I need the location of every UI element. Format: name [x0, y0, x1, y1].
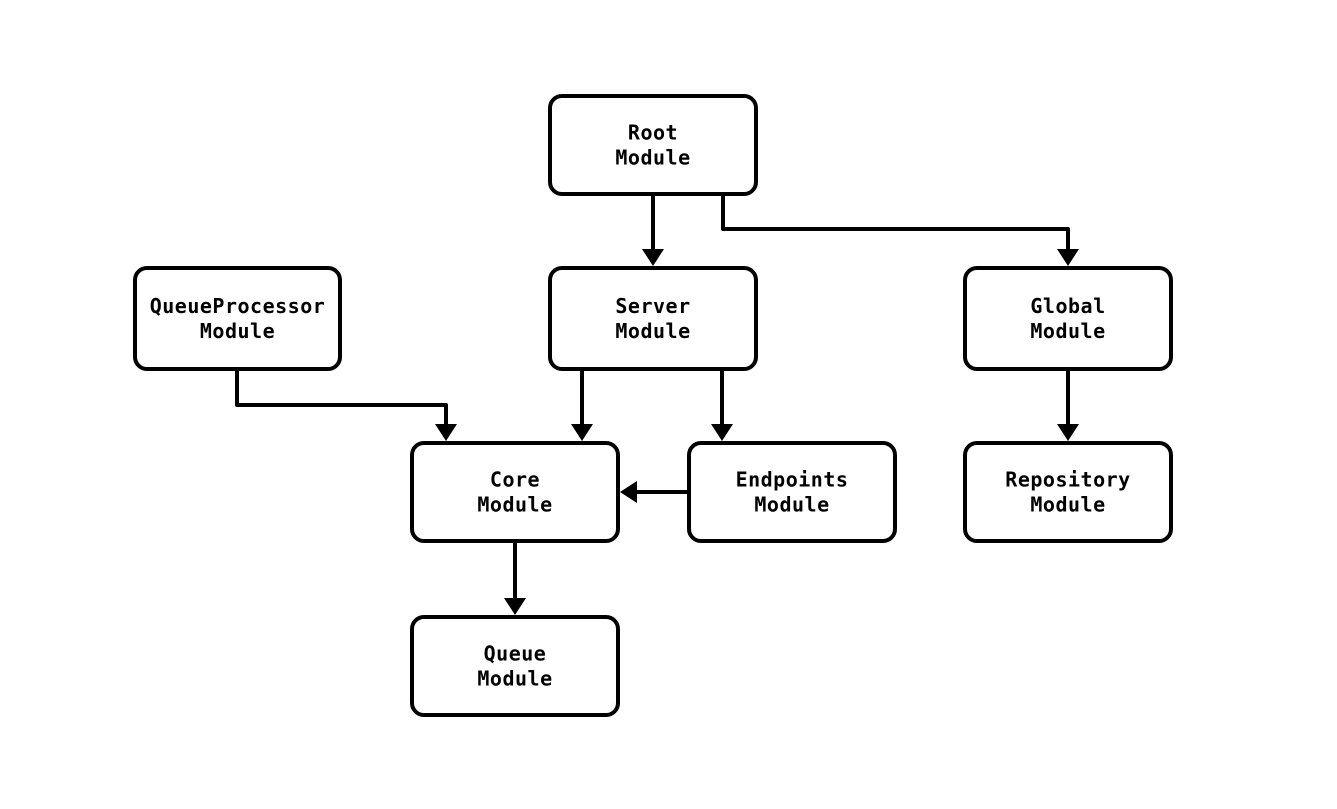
node-label-primary: Root — [628, 121, 678, 145]
arrowhead-icon — [642, 249, 664, 266]
node-label-secondary: Module — [754, 493, 829, 517]
arrowhead-icon — [711, 424, 733, 441]
arrowhead-icon — [504, 598, 526, 615]
node-box[interactable] — [548, 266, 758, 371]
edge-root-to-global — [721, 196, 1079, 266]
arrowhead-icon — [1057, 424, 1079, 441]
edge-line — [235, 371, 448, 425]
node-box[interactable] — [687, 441, 897, 543]
node-label-primary: QueueProcessor — [150, 294, 326, 318]
node-label-secondary: Module — [200, 319, 275, 343]
edge-root-to-server — [642, 196, 664, 266]
edge-line — [721, 196, 1070, 250]
node-box[interactable] — [548, 94, 758, 196]
node-label-primary: Core — [490, 468, 540, 492]
node-box[interactable] — [410, 615, 620, 717]
nodes-layer: RootModuleQueueProcessorModuleServerModu… — [133, 94, 1173, 717]
node-label-primary: Queue — [484, 642, 547, 666]
edge-server-to-core — [571, 371, 593, 441]
node-box[interactable] — [963, 266, 1173, 371]
node-box[interactable] — [963, 441, 1173, 543]
node-label-secondary: Module — [477, 493, 552, 517]
node-label-secondary: Module — [1030, 319, 1105, 343]
edge-endpoints-to-core — [620, 481, 687, 503]
node-label-primary: Endpoints — [736, 468, 849, 492]
edges-layer — [235, 196, 1079, 615]
node-label-secondary: Module — [615, 319, 690, 343]
node-label-secondary: Module — [477, 667, 552, 691]
arrowhead-icon — [620, 481, 637, 503]
edge-core-to-queue — [504, 543, 526, 615]
edge-queueprocessor-to-core — [235, 371, 457, 441]
node-box[interactable] — [410, 441, 620, 543]
node-box[interactable] — [133, 266, 342, 371]
arrowhead-icon — [1057, 249, 1079, 266]
edge-global-to-repository — [1057, 371, 1079, 441]
node-label-primary: Server — [615, 294, 690, 318]
edge-server-to-endpoints — [711, 371, 733, 441]
arrowhead-icon — [571, 424, 593, 441]
node-label-primary: Global — [1030, 294, 1105, 318]
node-label-secondary: Module — [615, 146, 690, 170]
node-label-secondary: Module — [1030, 493, 1105, 517]
arrowhead-icon — [435, 424, 457, 441]
node-label-primary: Repository — [1005, 468, 1130, 492]
